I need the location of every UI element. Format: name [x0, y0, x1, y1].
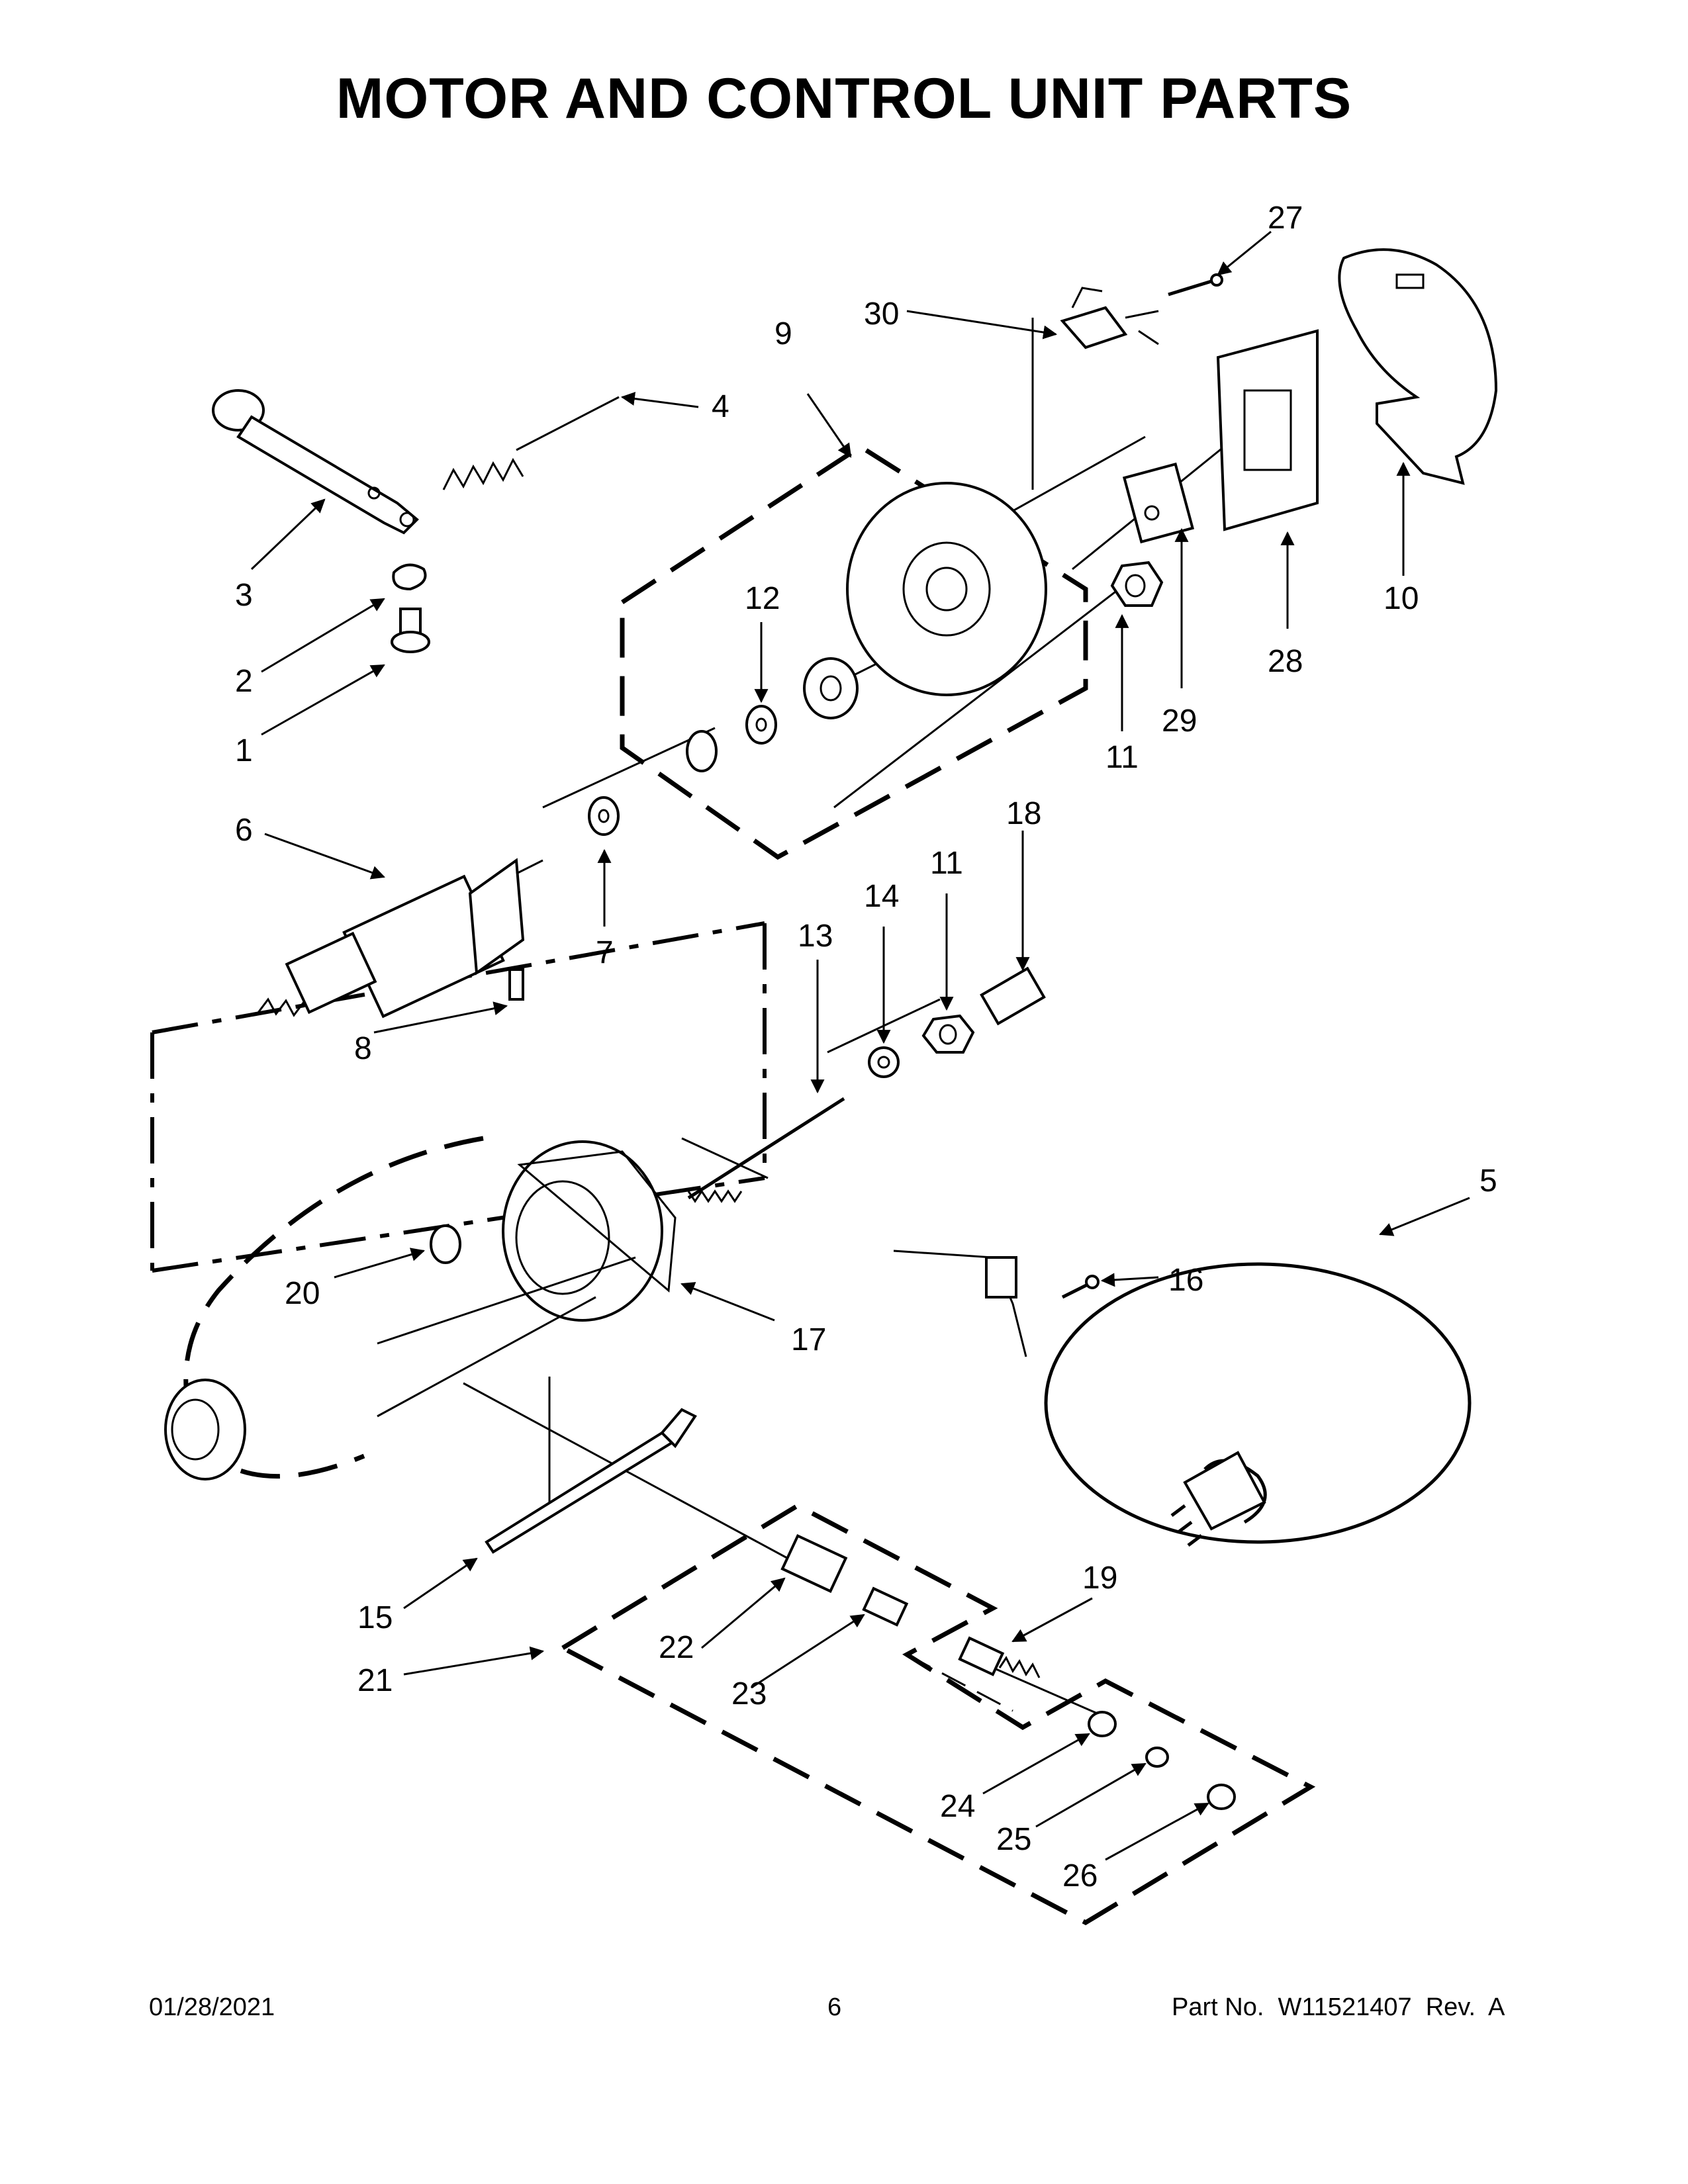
part-16-screw [1061, 1275, 1100, 1299]
part-retaining-ring [686, 730, 718, 772]
callout-26: 26 [1062, 1858, 1098, 1893]
part-9-end-bell [846, 482, 1047, 696]
footer-part-number: Part No. W11521407 Rev. A [1172, 1993, 1505, 2021]
part-28-control-board [1216, 329, 1319, 531]
callout-25: 25 [996, 1822, 1031, 1857]
part-25-spring [1145, 1747, 1169, 1768]
part-29-control-block [1122, 462, 1195, 544]
part-4-spring [442, 396, 620, 490]
part-20-plug [430, 1224, 461, 1264]
page-title: MOTOR AND CONTROL UNIT PARTS [336, 67, 1352, 130]
part-14-star-washer [868, 1046, 900, 1078]
part-bearing [803, 657, 859, 719]
callout-8: 8 [354, 1031, 372, 1066]
callout-20: 20 [285, 1276, 320, 1311]
part-18-bushing [980, 966, 1046, 1026]
callout-22: 22 [659, 1630, 694, 1665]
callout-13: 13 [798, 919, 833, 954]
part-11-nut-lower [921, 1014, 975, 1054]
callout-3: 3 [235, 578, 253, 613]
footer-date: 01/28/2021 [149, 1993, 275, 2021]
callout-9: 9 [774, 316, 792, 351]
callout-7: 7 [596, 935, 614, 970]
part-12-washer [745, 705, 777, 745]
callout-24: 24 [940, 1789, 975, 1824]
callout-labels: 1 2 3 4 5 6 7 8 9 10 11 11 12 13 14 15 1… [235, 201, 1497, 1893]
part-22-brush-holder [780, 1533, 848, 1593]
callout-1: 1 [235, 733, 253, 768]
group-box-19-brush-sub [906, 1653, 1013, 1712]
part-26-screw-cap [1207, 1784, 1236, 1810]
group-box-21-brush-assembly [561, 1502, 1316, 1926]
callout-21: 21 [357, 1663, 393, 1698]
callout-15: 15 [357, 1600, 393, 1635]
callout-18: 18 [1006, 796, 1041, 831]
callout-17: 17 [791, 1322, 826, 1357]
callout-23: 23 [731, 1676, 767, 1711]
part-2-clip [392, 563, 427, 591]
motor-housing-outline [164, 1136, 484, 1480]
callout-2: 2 [235, 664, 253, 699]
part-24-cap [1088, 1711, 1117, 1737]
footer-page-number: 6 [827, 1993, 842, 2021]
part-1-screw [391, 608, 430, 653]
part-3-lever [212, 389, 419, 535]
callout-19: 19 [1082, 1561, 1117, 1596]
part-10-cover [1338, 248, 1498, 485]
assembly-centerlines [150, 318, 1245, 1715]
part-17-stator [377, 1137, 769, 1418]
callout-11-upper: 11 [1105, 740, 1139, 775]
part-8-screw [508, 968, 524, 1001]
callout-14: 14 [864, 879, 899, 914]
part-6-armature [257, 858, 543, 1019]
part-30-module [1060, 287, 1159, 349]
callout-27: 27 [1268, 201, 1303, 236]
part-19-brush-spring [958, 1636, 1041, 1678]
group-box-9-motor-housing [620, 443, 1088, 860]
callout-11-lower: 11 [930, 846, 963, 881]
callout-4: 4 [712, 389, 729, 424]
callout-10: 10 [1383, 581, 1419, 616]
callout-29: 29 [1162, 704, 1197, 739]
callout-30: 30 [864, 296, 899, 332]
callout-5: 5 [1479, 1163, 1497, 1199]
part-5-power-cord [893, 1250, 1472, 1547]
callout-12: 12 [745, 581, 780, 616]
callout-28: 28 [1268, 644, 1303, 679]
callout-16: 16 [1168, 1263, 1203, 1298]
part-23-brush [862, 1586, 909, 1627]
callout-leaders [250, 230, 1470, 1861]
callout-6: 6 [235, 813, 253, 848]
part-11-nut-upper [1110, 561, 1164, 607]
part-27-screw [1168, 273, 1223, 296]
part-15-strap [485, 1408, 697, 1554]
part-13-threaded-rod [687, 1097, 845, 1203]
part-7-washer [588, 796, 620, 836]
